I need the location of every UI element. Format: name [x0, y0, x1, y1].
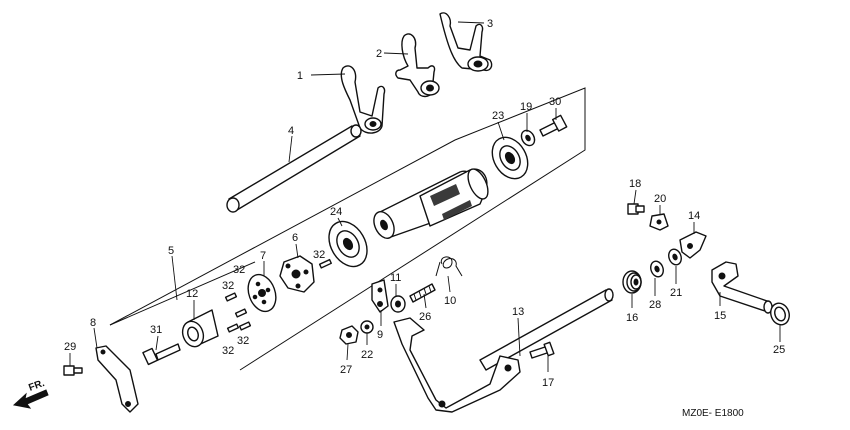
callout-9: 9 [377, 329, 383, 341]
washer-22 [360, 320, 374, 334]
callout-31: 31 [150, 324, 162, 336]
drum-center-6 [279, 255, 315, 293]
spring-16 [622, 270, 642, 294]
bolt-31 [142, 343, 181, 366]
callout-15: 15 [714, 310, 726, 322]
shift-fork-2 [395, 33, 440, 98]
callout-32a: 32 [313, 249, 325, 261]
callout-12: 12 [186, 288, 198, 300]
stopper-arm-9 [371, 279, 389, 313]
callout-6: 6 [292, 232, 298, 244]
callout-3: 3 [487, 18, 493, 30]
shift-fork-3 [439, 12, 493, 72]
dowel-pin-4 [226, 323, 240, 333]
drum-plate-7 [247, 273, 277, 313]
oil-seal-25 [770, 302, 790, 326]
dowel-pin-5 [238, 321, 252, 331]
callout-20: 20 [654, 193, 666, 205]
bolt-30 [539, 114, 568, 137]
bolt-26 [409, 283, 436, 303]
callout-22: 22 [361, 349, 373, 361]
spring-10 [435, 256, 463, 277]
callout-32b: 32 [233, 264, 245, 276]
shift-spindle-13 [393, 288, 614, 413]
bracket-20 [649, 213, 669, 231]
shift-drum [373, 168, 489, 239]
callout-19: 19 [520, 101, 532, 113]
bearing-24 [328, 220, 368, 268]
pin-17 [529, 341, 555, 359]
callout-4: 4 [288, 125, 294, 137]
leader-lines [69, 21, 781, 372]
callout-11: 11 [390, 272, 401, 284]
callout-32e: 32 [237, 335, 249, 347]
dowel-pin-1 [318, 258, 332, 269]
washer-21 [668, 248, 682, 266]
plate-8 [95, 345, 139, 413]
callout-32d: 32 [222, 345, 234, 357]
callout-32c: 32 [222, 280, 234, 292]
front-direction-label: FR. [27, 378, 46, 394]
fork-shaft [226, 124, 362, 213]
callout-26: 26 [419, 311, 431, 323]
callout-labels: 1 2 3 4 5 6 7 8 9 10 11 12 13 14 15 16 1… [64, 18, 785, 389]
diagram-code: MZ0E- E1800 [682, 408, 744, 419]
callout-18: 18 [629, 178, 641, 190]
callout-5: 5 [168, 245, 174, 257]
nut-27 [339, 325, 359, 345]
callout-8: 8 [90, 317, 96, 329]
subassembly-box [109, 87, 586, 371]
bolt-29 [63, 365, 83, 376]
bearing-23 [491, 136, 529, 180]
callout-29: 29 [64, 341, 76, 353]
collar-12 [181, 309, 219, 348]
dowel-pin-3 [234, 308, 248, 318]
dowel-pin-2 [224, 292, 238, 302]
callout-28: 28 [649, 299, 661, 311]
arm-14 [679, 231, 707, 259]
callout-30: 30 [549, 96, 561, 108]
callout-7: 7 [260, 250, 266, 262]
subassembly-box-edge [109, 261, 256, 326]
washer-28 [650, 260, 664, 278]
callout-24: 24 [330, 206, 342, 218]
callout-2: 2 [376, 48, 382, 60]
callout-14: 14 [688, 210, 700, 222]
collar-11 [390, 295, 406, 313]
shift-arm-15 [711, 261, 773, 314]
callout-1: 1 [297, 70, 303, 82]
shift-fork-1 [340, 65, 386, 134]
callout-21: 21 [670, 287, 682, 299]
callout-25: 25 [773, 344, 785, 356]
callout-17: 17 [542, 377, 554, 389]
callout-27: 27 [340, 364, 352, 376]
callout-10: 10 [444, 295, 456, 307]
callout-16: 16 [626, 312, 638, 324]
bolt-18 [627, 203, 645, 215]
front-direction-arrow [12, 389, 49, 409]
washer-19 [520, 129, 536, 147]
callout-13: 13 [512, 306, 524, 318]
callout-23: 23 [492, 110, 504, 122]
